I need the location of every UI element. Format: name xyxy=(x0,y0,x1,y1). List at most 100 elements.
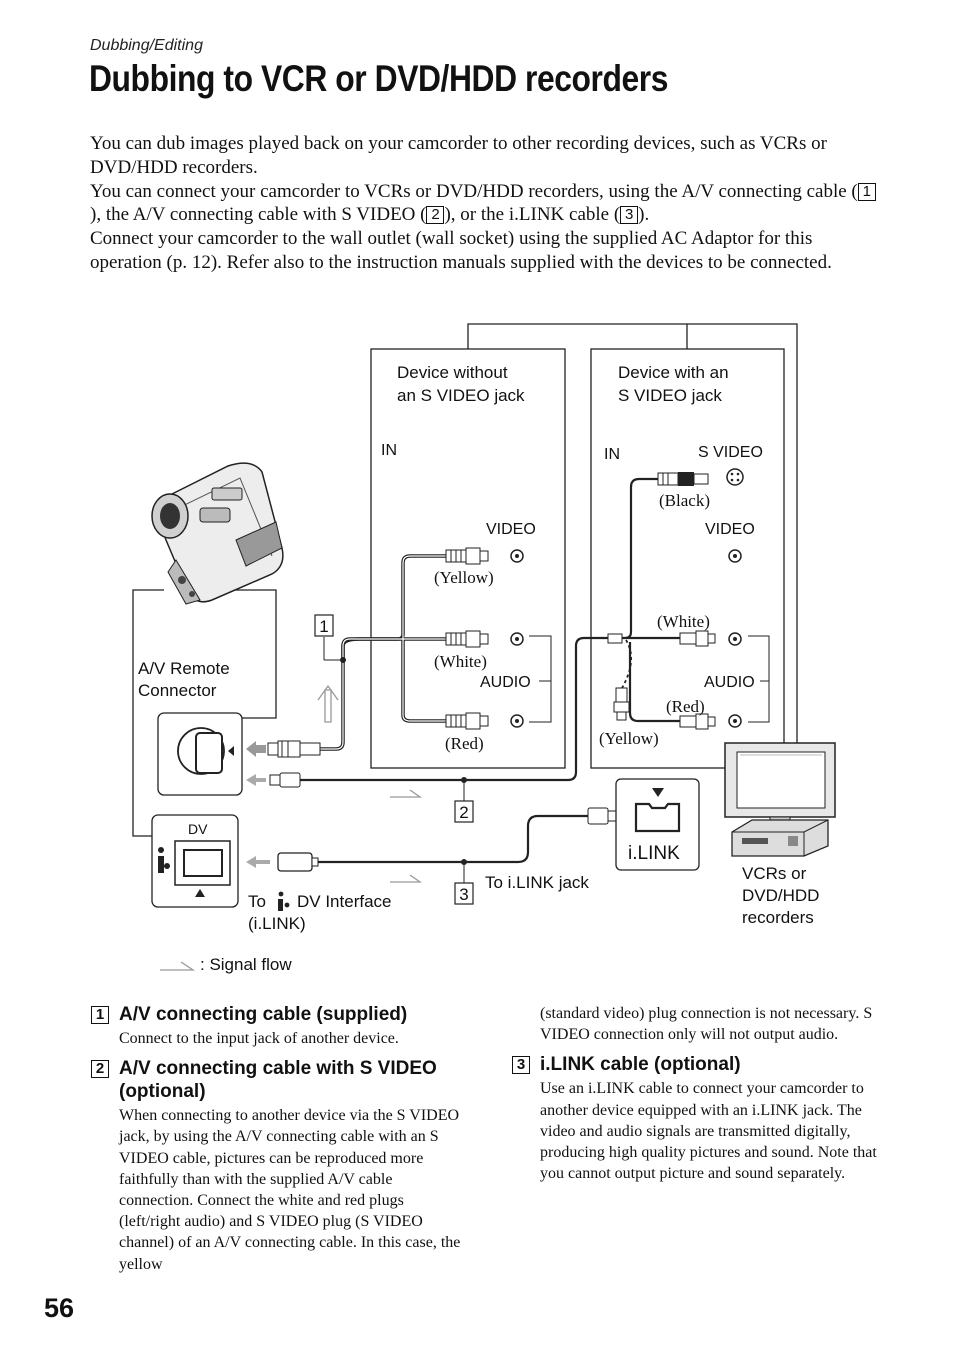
audio-label-right: AUDIO xyxy=(704,674,755,691)
rca-plug-red xyxy=(445,712,489,730)
audio-jack-left-red xyxy=(510,714,524,728)
av-remote-label-1: A/V Remote xyxy=(138,659,230,678)
marker-3-text: 3 xyxy=(459,885,468,904)
video-label-right: VIDEO xyxy=(705,521,755,538)
audio-jack-right-white xyxy=(728,632,742,646)
av-remote-label-2: Connector xyxy=(138,681,217,700)
av-jack-inner xyxy=(195,732,223,774)
ref-box-1: 1 xyxy=(857,182,876,201)
signal-arrow-svideo xyxy=(246,774,266,786)
av-jack-pointer xyxy=(228,746,234,756)
to-dv-label-2: DV Interface xyxy=(297,892,392,911)
rca-plug-red-right xyxy=(679,713,716,730)
signal-flow-arrow-1 xyxy=(324,689,332,723)
signal-flow-arrow-3 xyxy=(390,874,423,883)
ilink-port-icon xyxy=(634,802,681,833)
signal-flow-arrow-1-head xyxy=(317,684,339,701)
to-dv-label-1: To xyxy=(248,892,266,911)
vcr-illustration xyxy=(731,819,829,857)
device-with-label-2: S VIDEO jack xyxy=(618,386,722,405)
av-label-frame xyxy=(234,589,277,719)
rca-plug-yellow-unused xyxy=(613,687,630,721)
cable-3-marker-dot xyxy=(461,859,467,865)
callout-line xyxy=(132,589,164,837)
av-svideo-cable xyxy=(300,636,620,782)
connection-diagram: Device without an S VIDEO jack Device wi… xyxy=(132,323,836,974)
note-2-number: 2 xyxy=(91,1060,109,1079)
note-3-title: 3 i.LINK cable (optional) xyxy=(512,1053,882,1076)
page-title: Dubbing to VCR or DVD/HDD recorders xyxy=(89,58,668,99)
video-jack-right xyxy=(728,549,742,563)
marker-3-box xyxy=(454,882,474,905)
signal-arrow-av xyxy=(246,741,266,757)
ilink-port-panel xyxy=(615,778,700,871)
recorders-label-2: DVD/HDD xyxy=(742,886,819,905)
dv-jack-arrow xyxy=(195,889,205,897)
device-without-label-2: an S VIDEO jack xyxy=(397,386,525,405)
ilink-cable xyxy=(318,814,600,864)
audio-label-left: AUDIO xyxy=(480,674,531,691)
note-2-body-continued: (standard video) plug connection is not … xyxy=(540,1005,873,1044)
ilink-symbol-icon xyxy=(158,847,170,873)
dv-label: DV xyxy=(188,821,208,837)
to-dv-label-3: (i.LINK) xyxy=(248,914,306,933)
svideo-jack xyxy=(726,468,744,486)
intro-paragraph-3: Connect your camcorder to the wall outle… xyxy=(90,228,832,273)
intro-paragraph-1: You can dub images played back on your c… xyxy=(90,133,827,178)
ref-box-3: 3 xyxy=(620,206,639,225)
audio-jack-right-red xyxy=(728,714,742,728)
ilink-plug-camcorder xyxy=(277,852,319,872)
marker-2-text: 2 xyxy=(459,803,468,822)
signal-flow-legend-label: : Signal flow xyxy=(200,955,292,974)
in-label-left: IN xyxy=(381,442,397,459)
video-jack-left xyxy=(510,549,524,563)
to-ilink-label: To i.LINK jack xyxy=(485,873,589,892)
av-plug-camcorder xyxy=(267,740,321,758)
note-1-title-text: A/V connecting cable (supplied) xyxy=(119,1004,408,1025)
black-label: (Black) xyxy=(659,491,710,510)
red-branch-cable xyxy=(628,642,700,723)
signal-flow-legend-arrow xyxy=(160,961,196,971)
signal-arrow-ilink xyxy=(246,856,270,868)
svideo-label: S VIDEO xyxy=(698,444,763,461)
rca-plug-white xyxy=(445,630,489,648)
marker-2-box xyxy=(454,800,474,823)
rca-plug-white-right xyxy=(679,630,716,647)
red-label-right: (Red) xyxy=(666,697,705,716)
intro-paragraph-2: You can connect your camcorder to VCRs o… xyxy=(90,180,880,228)
svideo-plug-camcorder xyxy=(269,772,301,788)
ilink-symbol-small-icon xyxy=(278,891,290,911)
note-2-title-text: A/V connecting cable with S VIDEO (optio… xyxy=(119,1058,437,1103)
camcorder-illustration xyxy=(151,462,284,605)
marker-1-box xyxy=(314,614,334,637)
cable-2-marker-dot xyxy=(461,777,467,783)
rca-plug-yellow xyxy=(445,547,489,565)
intro-text-a: You can connect your camcorder to VCRs o… xyxy=(90,180,858,202)
cable-junction xyxy=(607,633,623,644)
note-1-title: 1 A/V connecting cable (supplied) xyxy=(91,1003,471,1026)
av-cable-1-inner xyxy=(320,555,446,750)
ilink-plug-device xyxy=(587,807,623,825)
recorders-label-1: VCRs or xyxy=(742,864,807,883)
ref-box-2: 2 xyxy=(426,206,445,225)
notes-right-column: (standard video) plug connection is not … xyxy=(512,1003,882,1184)
page-number: 56 xyxy=(44,1293,75,1323)
intro-text-d: ). xyxy=(638,204,650,226)
note-1-body: Connect to the input jack of another dev… xyxy=(119,1030,399,1047)
recorders-label-3: recorders xyxy=(742,908,814,927)
intro-text-b: ), the A/V connecting cable with S VIDEO… xyxy=(90,204,427,226)
note-1-number: 1 xyxy=(91,1006,109,1024)
svideo-plug xyxy=(657,472,709,486)
dv-jack-inner xyxy=(183,849,223,877)
white-label-left: (White) xyxy=(434,652,487,671)
in-label-right: IN xyxy=(604,446,620,463)
note-3-number: 3 xyxy=(512,1056,530,1075)
note-3-title-text: i.LINK cable (optional) xyxy=(540,1054,741,1076)
audio-bracket-left xyxy=(529,635,552,723)
note-2-title: 2 A/V connecting cable with S VIDEO (opti… xyxy=(91,1057,471,1103)
device-with-label-1: Device with an xyxy=(618,363,729,382)
intro-text-c: ), or the i.LINK cable ( xyxy=(444,204,621,226)
intro-text: You can dub images played back on your c… xyxy=(90,132,880,275)
section-label: Dubbing/Editing xyxy=(90,37,203,54)
yellow-label-left: (Yellow) xyxy=(434,568,494,587)
